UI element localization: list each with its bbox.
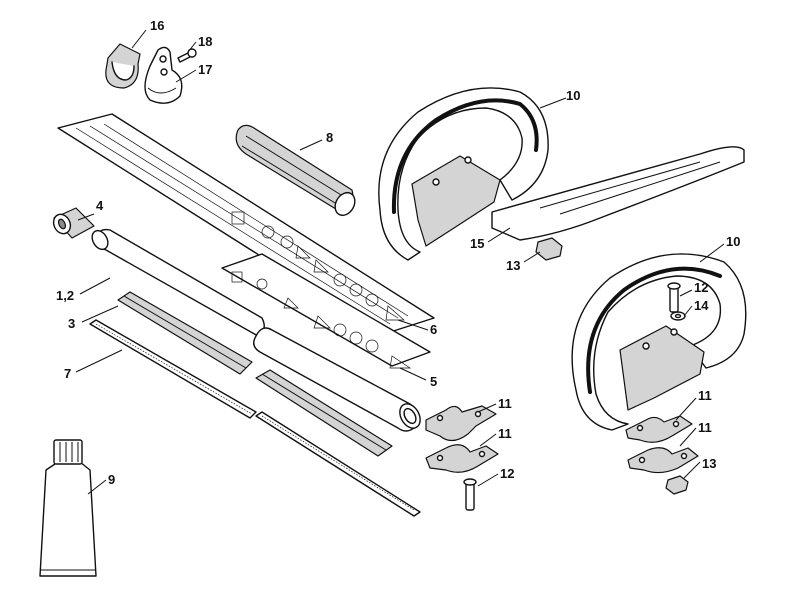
part-3-liner xyxy=(117,291,393,457)
part-14-washer xyxy=(670,311,686,321)
part-13-nut-lower xyxy=(665,475,689,495)
part-12-screw-center xyxy=(463,478,477,511)
callout-11-center-b: 11 xyxy=(498,426,512,441)
callout-12-center: 12 xyxy=(500,466,514,481)
callout-12-right: 12 xyxy=(694,280,708,295)
callout-10-upper: 10 xyxy=(566,88,580,103)
callout-11-center-a: 11 xyxy=(498,396,512,411)
callout-14: 14 xyxy=(694,298,709,313)
part-4-end-plug xyxy=(52,207,95,239)
part-11-clamp-center-a xyxy=(425,405,497,442)
callout-13-lower: 13 xyxy=(702,456,716,471)
part-11-clamp-center-b xyxy=(425,444,499,473)
part-10-loop-handle-lower xyxy=(571,253,747,431)
callout-15: 15 xyxy=(470,236,484,251)
part-18-screw xyxy=(177,48,197,63)
part-7-drive-shaft xyxy=(89,319,421,517)
part-13-nut-upper xyxy=(535,237,563,261)
callout-4: 4 xyxy=(96,198,104,213)
callout-6: 6 xyxy=(430,322,437,337)
part-11-clamp-right-a xyxy=(625,415,693,443)
callout-13-upper: 13 xyxy=(506,258,520,273)
part-6-label-decal xyxy=(57,113,435,335)
part-11-clamp-right-b xyxy=(627,447,699,474)
callout-3: 3 xyxy=(68,316,75,331)
callout-16: 16 xyxy=(150,18,164,33)
part-17-clamp-bracket xyxy=(144,46,183,104)
callout-11-right-b: 11 xyxy=(698,420,712,435)
callout-5: 5 xyxy=(430,374,437,389)
callout-17: 17 xyxy=(198,62,212,77)
callout-8: 8 xyxy=(326,130,333,145)
callout-18: 18 xyxy=(198,34,212,49)
part-1-2-drive-tube xyxy=(91,228,421,432)
part-16-clamp-shell xyxy=(105,43,141,89)
part-5-label-decal xyxy=(221,253,431,369)
part-9-grease-tube xyxy=(39,439,97,577)
callout-7: 7 xyxy=(64,366,71,381)
callout-9: 9 xyxy=(108,472,115,487)
part-10-loop-handle-upper xyxy=(378,87,745,261)
leader-lines xyxy=(75,29,725,495)
part-12-screw-right xyxy=(667,282,681,313)
callout-11-right-a: 11 xyxy=(698,388,712,403)
part-8-grip-sleeve xyxy=(235,124,356,217)
callout-10-lower: 10 xyxy=(726,234,740,249)
callout-1-2: 1,2 xyxy=(56,288,74,303)
